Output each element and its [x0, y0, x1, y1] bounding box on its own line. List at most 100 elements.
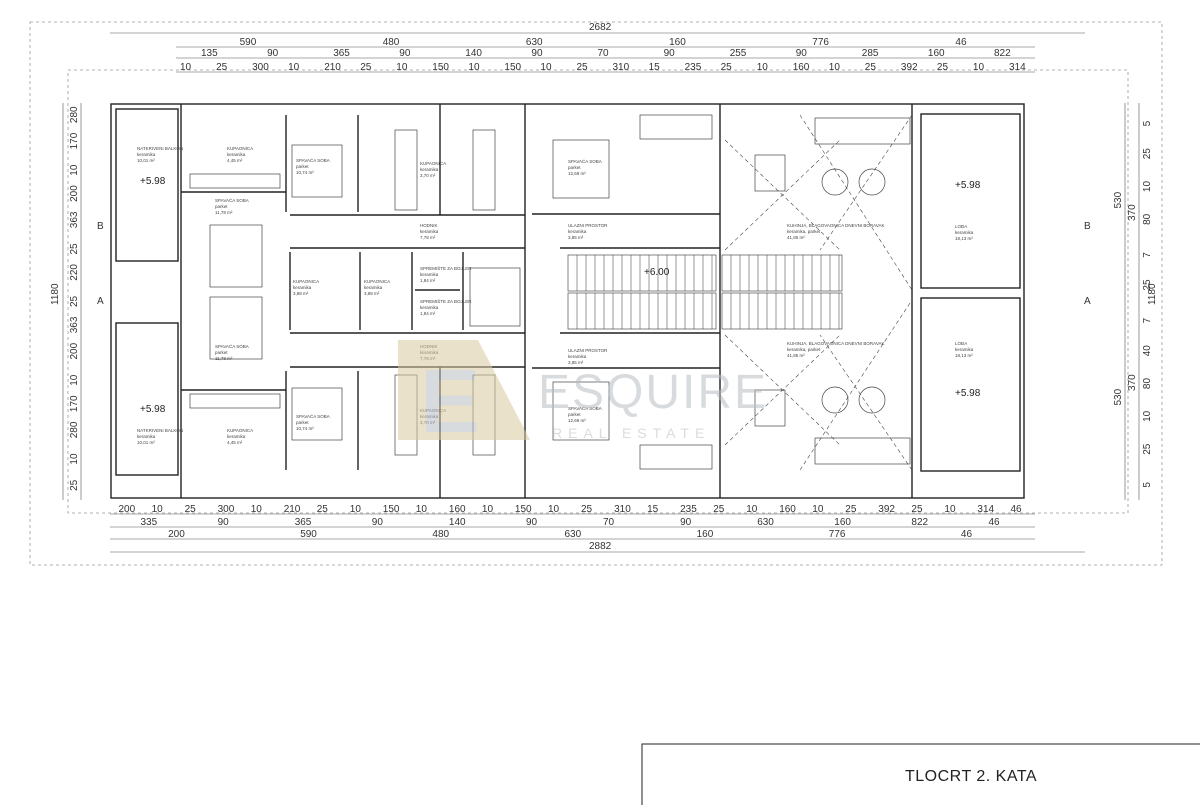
dimension-value: 10 — [251, 504, 263, 515]
dimension-value: 160 — [928, 48, 945, 59]
dining-table-bottom — [754, 389, 786, 427]
dimension-value: 822 — [911, 517, 928, 528]
dimension-value: 25 — [577, 62, 589, 73]
stair-treads — [576, 255, 840, 329]
level-stairwell: +6.00 — [644, 267, 670, 278]
dimension-value: 25 — [69, 479, 80, 491]
dimension-value: 10 — [746, 504, 758, 515]
dimension-value: 25 — [581, 504, 593, 515]
room-floor: keramika — [568, 229, 587, 234]
dimension-value: 363 — [69, 316, 80, 333]
room-label: ULAZNI PROSTOR — [568, 223, 608, 228]
dimension-value: 90 — [399, 48, 411, 59]
dimension-value: 365 — [333, 48, 350, 59]
room-label: KUPAONICA — [227, 146, 253, 151]
level-loggia-top: +5.98 — [955, 180, 981, 191]
room-label: LOĐA — [955, 224, 967, 229]
dimension-value: 630 — [757, 517, 774, 528]
room-label: LOĐA — [955, 341, 967, 346]
room-floor: keramika — [293, 285, 312, 290]
dimension-value: 25 — [360, 62, 372, 73]
dimension-value: 210 — [284, 504, 301, 515]
dimension-lines-sides — [62, 103, 1140, 500]
room-area: 1,84 m² — [420, 278, 436, 283]
dimension-value: 335 — [141, 517, 158, 528]
room-floor: parket — [215, 350, 228, 355]
dimension-value: 392 — [901, 62, 918, 73]
dimension-value: 160 — [449, 504, 466, 515]
dimension-value: 90 — [267, 48, 279, 59]
section-a-right: A — [1084, 296, 1091, 307]
dimension-value: 10 — [350, 504, 362, 515]
dim-bottom-total: 2882 — [589, 541, 612, 552]
section-b-right: B — [1084, 221, 1091, 232]
room-floor: parket — [568, 165, 581, 170]
bed-bottom — [209, 296, 263, 360]
dimension-value: 10 — [944, 504, 956, 515]
room-area: 11,78 m² — [215, 356, 233, 361]
room-area: 10,74 m² — [296, 426, 314, 431]
room-label: NATKRIVENI BALKON — [137, 428, 183, 433]
watermark-tagline: REAL ESTATE — [552, 425, 710, 441]
dimension-value: 200 — [119, 504, 136, 515]
dimension-value: 200 — [69, 185, 80, 202]
dimension-value: 150 — [504, 62, 521, 73]
room-area: 12,69 m² — [568, 418, 586, 423]
dimension-value: 300 — [252, 62, 269, 73]
room-floor: keramika — [137, 434, 156, 439]
level-markers: +5.98 +5.98 +5.98 +5.98 +6.00 — [140, 176, 981, 415]
dim-right-total: 1180 — [1147, 283, 1158, 305]
room-floor: keramika, parket — [787, 229, 821, 234]
dimension-value: 15 — [649, 62, 661, 73]
dimension-value: 90 — [664, 48, 676, 59]
dimension-value: 310 — [613, 62, 630, 73]
dimension-texts: 2682 2882 1180 1180 — [50, 22, 1158, 552]
dimension-value: 530 — [1113, 388, 1124, 405]
dimension-value: 25 — [721, 62, 733, 73]
dimension-value: 220 — [69, 264, 80, 281]
room-floor: keramika — [227, 152, 246, 157]
dimension-value: 480 — [432, 529, 449, 540]
room-label: ULAZNI PROSTOR — [568, 348, 608, 353]
drawing-title: TLOCRT 2. KATA — [905, 768, 1038, 785]
dimension-value: 5 — [1142, 120, 1153, 126]
room-floor: keramika — [420, 229, 439, 234]
dimension-value: 392 — [878, 504, 895, 515]
dimension-value: 40 — [1142, 345, 1153, 357]
dimension-value: 10 — [416, 504, 428, 515]
dimension-value: 90 — [680, 517, 692, 528]
room-label: SPAVAĆA SOBA — [296, 157, 330, 163]
section-markers: B A B A — [97, 221, 1091, 307]
room-area: 3,70 m² — [420, 173, 436, 178]
dimension-value: 25 — [69, 295, 80, 307]
room-floor: keramika — [420, 167, 439, 172]
dimension-value: 70 — [603, 517, 615, 528]
dimension-value: 630 — [526, 37, 543, 48]
sofa-top — [814, 117, 911, 145]
dimension-lines-bottom — [110, 513, 1085, 553]
dimension-value: 235 — [680, 504, 697, 515]
dimension-value: 170 — [69, 395, 80, 412]
room-label: HODNIK — [420, 223, 438, 228]
watermark: E ESQUIRE REAL ESTATE — [398, 340, 766, 452]
dimension-value: 90 — [218, 517, 230, 528]
dimension-value: 5 — [1142, 482, 1153, 488]
room-label: KUPAONICA — [420, 161, 446, 166]
dimension-value: 80 — [1142, 213, 1153, 225]
dimension-value: 160 — [669, 37, 686, 48]
room-label: KUHINJA, BLAGOVAONICA DNEVNI BORAVAK — [787, 223, 885, 228]
dimension-value: 10 — [812, 504, 824, 515]
room-label: KUPAONICA — [364, 279, 390, 284]
dimension-value: 25 — [1142, 148, 1153, 160]
bed-room-top — [291, 144, 343, 198]
dimension-value: 15 — [647, 504, 659, 515]
dimension-value: 10 — [1142, 410, 1153, 422]
room-floor: parket — [568, 412, 581, 417]
dimension-value: 10 — [180, 62, 192, 73]
room-floor: keramika — [227, 434, 246, 439]
dimension-value: 200 — [168, 529, 185, 540]
dimension-value: 365 — [295, 517, 312, 528]
dimension-value: 25 — [865, 62, 877, 73]
dimension-value: 630 — [565, 529, 582, 540]
